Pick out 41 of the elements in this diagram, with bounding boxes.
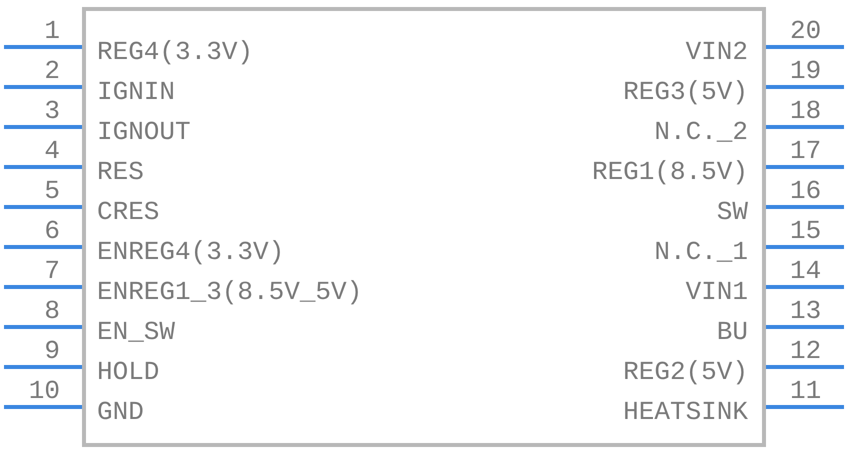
pin-number: 8 — [44, 296, 60, 326]
pin-name: EN_SW — [97, 317, 176, 347]
pin-number: 17 — [790, 136, 822, 166]
pin-number: 18 — [790, 96, 822, 126]
pin-number: 5 — [44, 176, 60, 206]
pin-number: 3 — [44, 96, 60, 126]
pin-name: REG3(5V) — [623, 77, 748, 107]
pin-number: 2 — [44, 56, 60, 86]
pin-name: REG2(5V) — [623, 357, 748, 387]
pin-number: 16 — [790, 176, 822, 206]
pin-number: 7 — [44, 256, 60, 286]
pin-name: IGNOUT — [97, 117, 191, 147]
pin-name: N.C._2 — [654, 117, 748, 147]
pin-name: IGNIN — [97, 77, 176, 107]
pin-name: N.C._1 — [654, 237, 748, 267]
pin-number: 1 — [44, 16, 60, 46]
pin-name: SW — [716, 197, 748, 227]
pin-name: VIN1 — [686, 277, 748, 307]
pin-number: 20 — [790, 16, 822, 46]
pin-name: HEATSINK — [623, 397, 748, 427]
pin-name: ENREG1_3(8.5V_5V) — [97, 277, 362, 307]
pin-name: REG1(8.5V) — [592, 157, 748, 187]
pin-number: 15 — [790, 216, 822, 246]
pin-name: BU — [716, 317, 748, 347]
pin-number: 11 — [790, 376, 822, 406]
pin-number: 13 — [790, 296, 822, 326]
pin-name: RES — [97, 157, 144, 187]
pin-name: ENREG4(3.3V) — [97, 237, 284, 267]
pin-number: 19 — [790, 56, 822, 86]
pin-number: 9 — [44, 336, 60, 366]
pin-name: REG4(3.3V) — [97, 37, 254, 67]
pin-number: 10 — [28, 376, 60, 406]
pin-number: 12 — [790, 336, 822, 366]
chip-body-outline — [82, 7, 766, 447]
pin-number: 4 — [44, 136, 60, 166]
pin-number: 6 — [44, 216, 60, 246]
pin-name: CRES — [97, 197, 160, 227]
pin-name: GND — [97, 397, 144, 427]
pin-name: VIN2 — [686, 37, 748, 67]
pin-number: 14 — [790, 256, 822, 286]
pin-name: HOLD — [97, 357, 160, 387]
